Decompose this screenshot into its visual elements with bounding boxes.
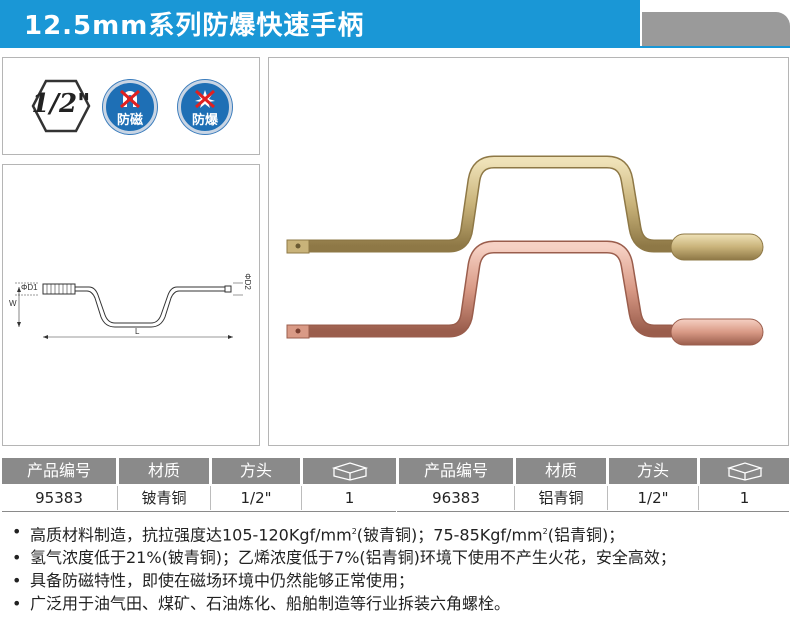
d1-dimension-label: ΦD1	[21, 283, 38, 292]
box-icon	[726, 462, 763, 481]
w-dimension-label: W	[9, 299, 17, 308]
anti-explosion-badge: 防爆	[178, 80, 232, 134]
header-drive-2: 方头	[609, 458, 697, 484]
box-icon	[331, 462, 368, 481]
product-photo-panel	[268, 57, 789, 446]
header-product-code-2: 产品编号	[399, 458, 513, 484]
header-grey-tab	[642, 12, 790, 46]
drive-cell: 1/2"	[240, 489, 272, 507]
feature-notes: • 高质材料制造，抗拉强度达105-120Kgf/mm2(铍青铜)；75-85K…	[12, 520, 782, 615]
material-cell-2: 铝青铜	[538, 489, 584, 507]
drive-size-badge: 1/2"	[31, 79, 91, 133]
note-strength: • 高质材料制造，抗拉强度达105-120Kgf/mm2(铍青铜)；75-85K…	[12, 522, 625, 545]
header-drive: 方头	[212, 458, 300, 484]
note-applications: • 广泛用于油气田、煤矿、石油炼化、船舶制造等行业拆装六角螺栓。	[12, 594, 511, 614]
header-bar	[0, 0, 640, 46]
drive-cell-2: 1/2"	[637, 489, 669, 507]
product-code-cell: 95383	[35, 489, 83, 507]
anti-explosion-label: 防爆	[191, 113, 218, 128]
beryllium-copper-handle	[286, 155, 764, 261]
bullet: •	[12, 594, 22, 614]
l-dimension-label: L	[135, 327, 140, 336]
header-quantity-2	[700, 458, 789, 484]
handle-outline-drawing	[15, 282, 243, 339]
header-material-2: 材质	[516, 458, 606, 484]
header-quantity	[303, 458, 396, 484]
magnet-crossed-icon	[120, 89, 140, 109]
product-photo	[286, 155, 764, 346]
bullet: •	[12, 571, 22, 591]
bullet: •	[12, 522, 22, 541]
material-cell: 铍青铜	[141, 489, 187, 507]
drive-size-label: 1/2"	[31, 89, 91, 119]
note-anti-magnetic: • 具备防磁特性，即使在磁场环境中仍然能够正常使用；	[12, 571, 415, 591]
quantity-cell-2: 1	[739, 489, 750, 507]
dimension-drawing-panel: ΦD1 ΦD2 W L	[2, 164, 260, 446]
explosion-crossed-icon	[195, 89, 215, 109]
d2-dimension-label: ΦD2	[242, 273, 252, 290]
hexagon-icon	[31, 79, 91, 133]
note-spark-free: • 氢气浓度低于21%(铍青铜)；乙烯浓度低于7%(铝青铜)环境下使用不产生火花…	[12, 548, 676, 568]
anti-magnetic-badge: 防磁	[103, 80, 157, 134]
header-product-code: 产品编号	[2, 458, 116, 484]
page-title: 12.5mm系列防爆快速手柄	[24, 11, 365, 41]
header-material: 材质	[119, 458, 209, 484]
product-code-cell-2: 96383	[432, 489, 480, 507]
aluminum-bronze-handle	[286, 240, 764, 346]
anti-magnetic-label: 防磁	[116, 113, 143, 128]
header-underline	[0, 46, 790, 48]
table-bottom-rule	[2, 511, 789, 512]
quantity-cell: 1	[344, 489, 355, 507]
bullet: •	[12, 548, 22, 568]
